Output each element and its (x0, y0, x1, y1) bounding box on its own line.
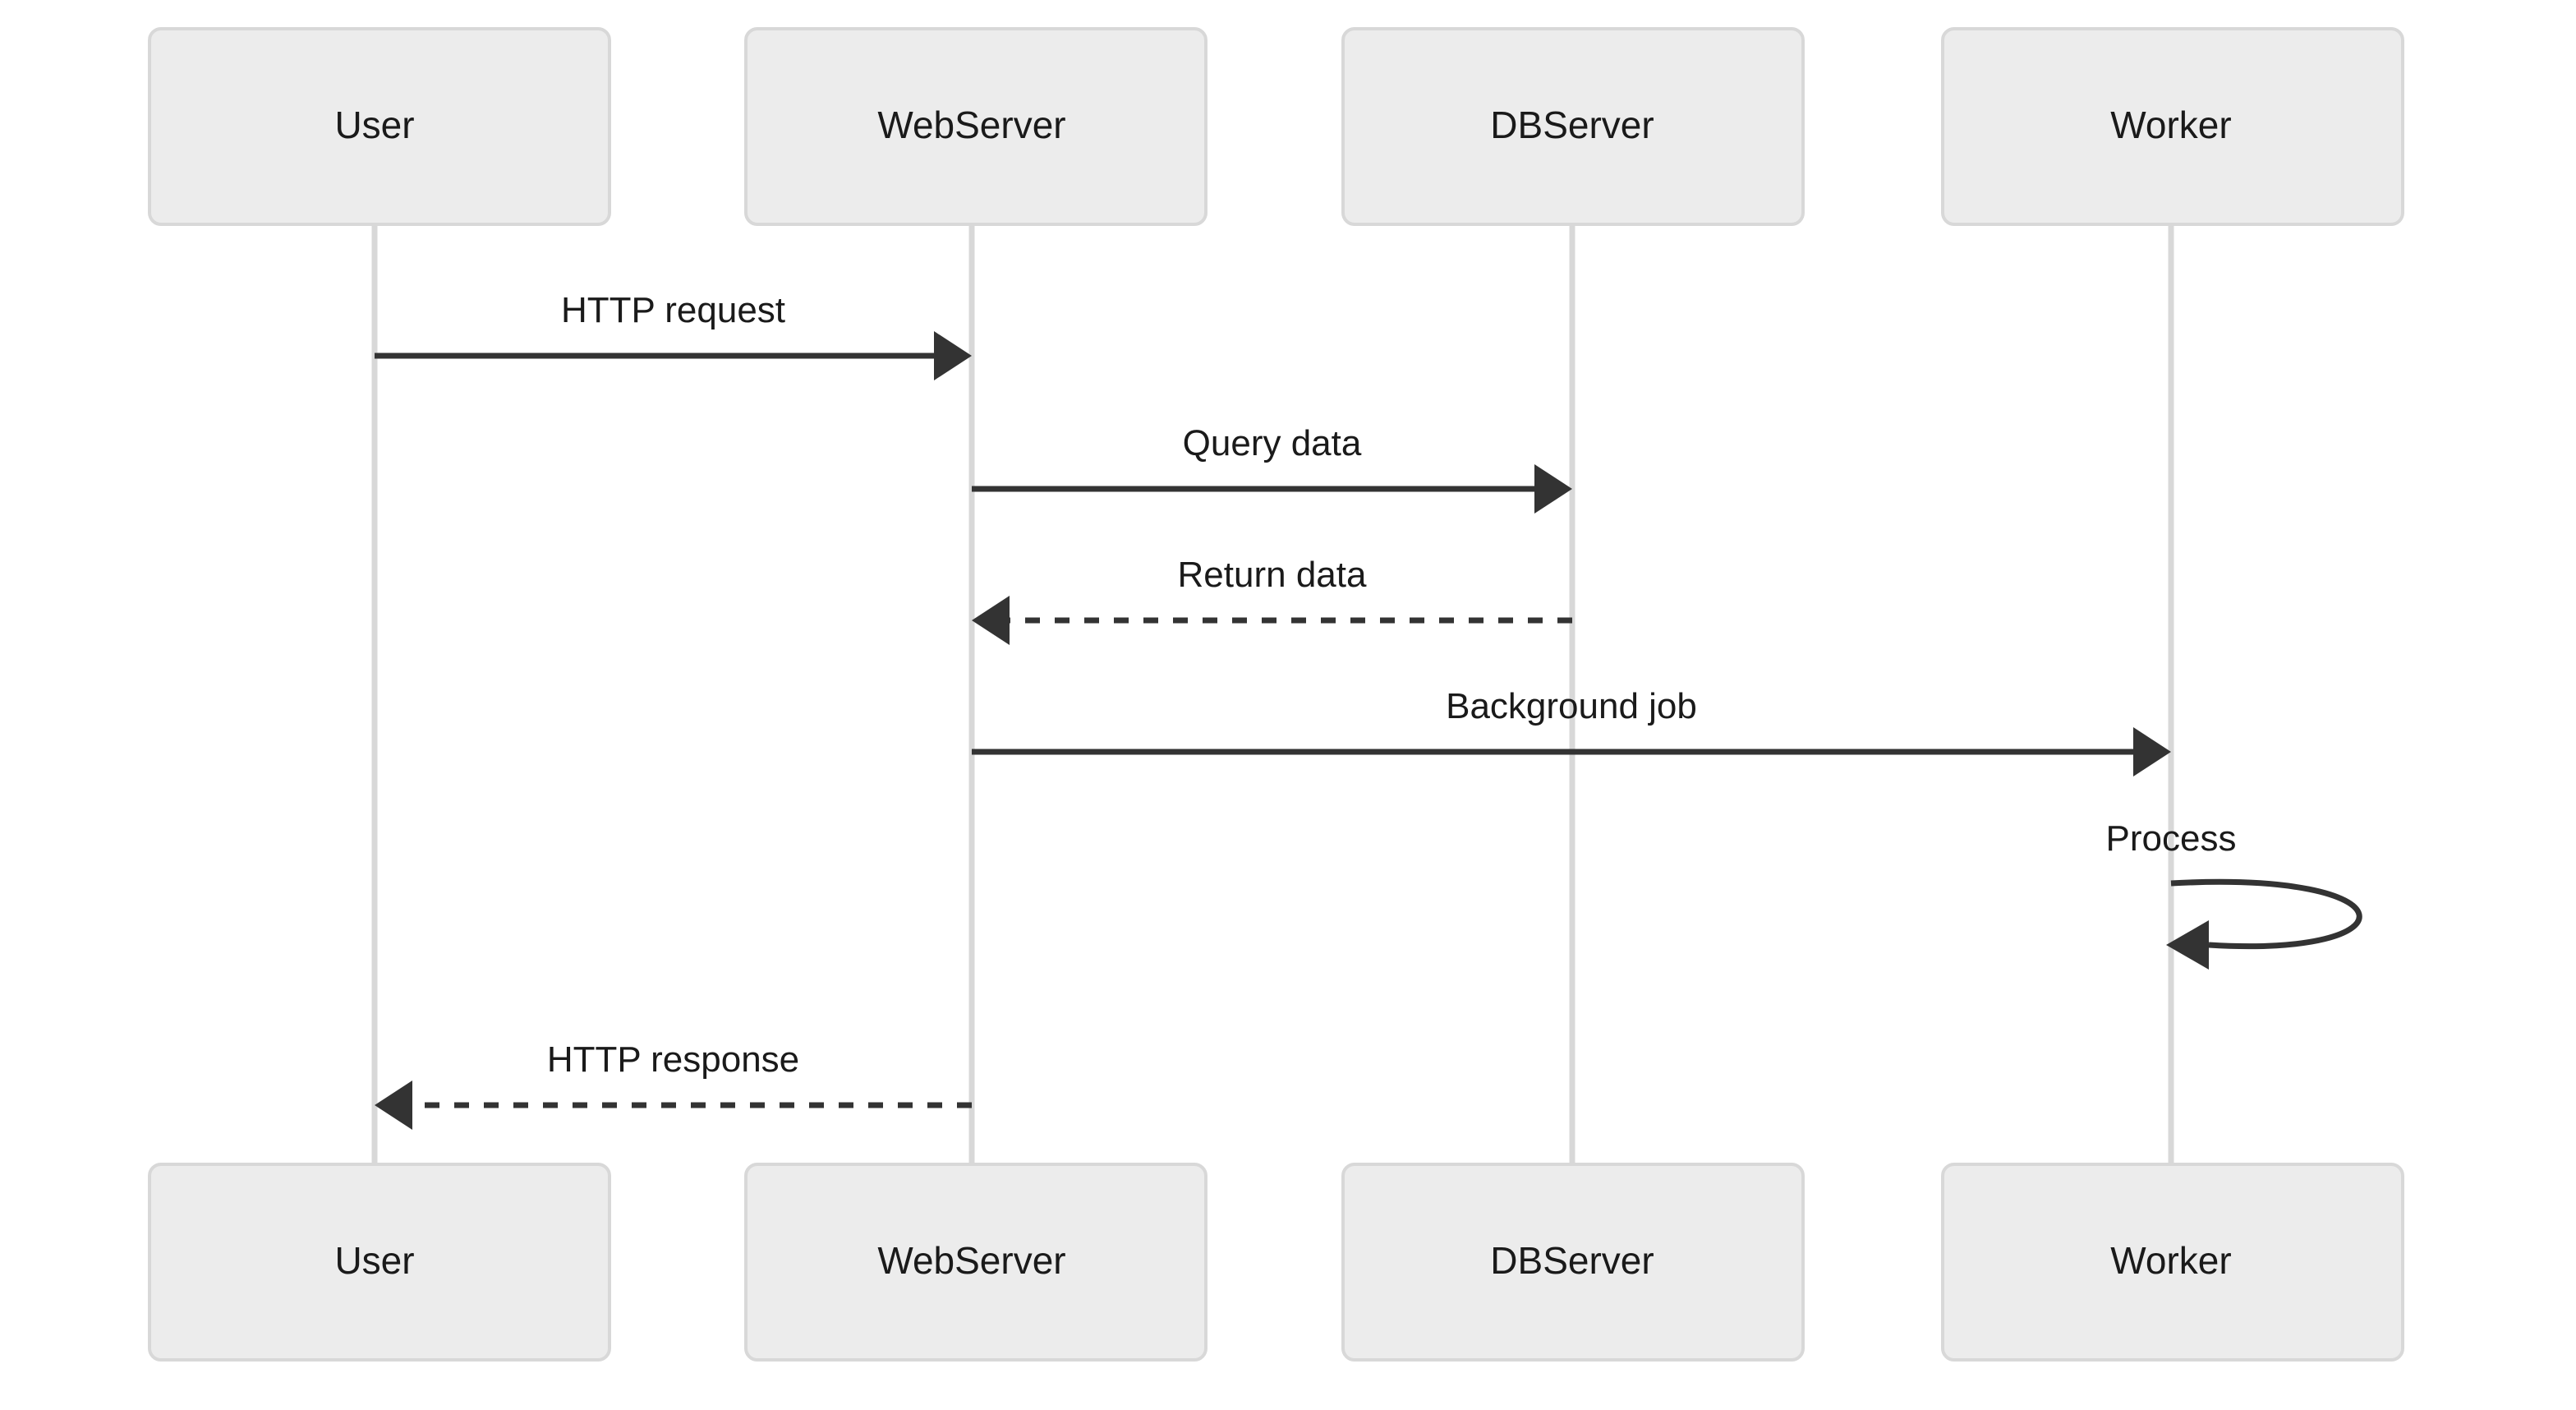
participant-box-user-bottom[interactable] (148, 1163, 611, 1362)
arrowhead-return-data (972, 596, 1010, 645)
participants-bottom-layer: User WebServer DBServer Worker (148, 1163, 2404, 1362)
arrowhead-process (2166, 920, 2209, 970)
participant-webserver-top[interactable]: WebServer (744, 27, 1208, 226)
participant-webserver-bottom[interactable]: WebServer (744, 1163, 1208, 1362)
participant-box-dbserver-top[interactable] (1341, 27, 1805, 226)
message-label-process: Process (2106, 818, 2237, 859)
participant-label-dbserver-bottom: DBServer (1490, 1239, 1654, 1282)
participant-user-bottom[interactable]: User (148, 1163, 611, 1362)
participant-label-user-top: User (334, 104, 414, 146)
arrowhead-query-data (1534, 464, 1572, 514)
message-http-request[interactable]: HTTP request (375, 290, 972, 380)
lifelines-layer (371, 224, 2174, 1164)
participant-dbserver-bottom[interactable]: DBServer (1341, 1163, 1805, 1362)
message-background-job[interactable]: Background job (972, 686, 2171, 776)
participant-label-worker-top: Worker (2110, 104, 2231, 146)
participant-label-webserver-bottom: WebServer (877, 1239, 1065, 1282)
participant-dbserver-top[interactable]: DBServer (1341, 27, 1805, 226)
participant-worker-top[interactable]: Worker (1941, 27, 2404, 226)
message-label-query-data: Query data (1183, 423, 1362, 463)
participant-worker-bottom[interactable]: Worker (1941, 1163, 2404, 1362)
arrowhead-http-request (934, 331, 972, 380)
message-label-http-request: HTTP request (561, 290, 785, 330)
participant-label-user-bottom: User (334, 1239, 414, 1282)
participant-box-worker-top[interactable] (1941, 27, 2404, 226)
participant-label-dbserver-top: DBServer (1490, 104, 1654, 146)
participant-box-dbserver-bottom[interactable] (1341, 1163, 1805, 1362)
message-http-response[interactable]: HTTP response (375, 1039, 972, 1130)
message-process[interactable]: Process (2106, 818, 2362, 970)
message-loop-process (2170, 878, 2362, 950)
message-label-background-job: Background job (1446, 686, 1697, 726)
participant-box-worker-bottom[interactable] (1941, 1163, 2404, 1362)
message-query-data[interactable]: Query data (972, 423, 1572, 514)
message-label-http-response: HTTP response (547, 1039, 799, 1080)
participant-user-top[interactable]: User (148, 27, 611, 226)
participant-label-webserver-top: WebServer (877, 104, 1065, 146)
participants-top-layer: User WebServer DBServer Worker (148, 27, 2404, 226)
arrowhead-http-response (375, 1081, 412, 1130)
participant-box-user-top[interactable] (148, 27, 611, 226)
message-return-data[interactable]: Return data (972, 555, 1572, 645)
participant-box-webserver-top[interactable] (744, 27, 1208, 226)
participant-label-worker-bottom: Worker (2110, 1239, 2231, 1282)
arrowhead-background-job (2133, 727, 2171, 776)
participant-box-webserver-bottom[interactable] (744, 1163, 1208, 1362)
message-label-return-data: Return data (1178, 555, 1367, 595)
